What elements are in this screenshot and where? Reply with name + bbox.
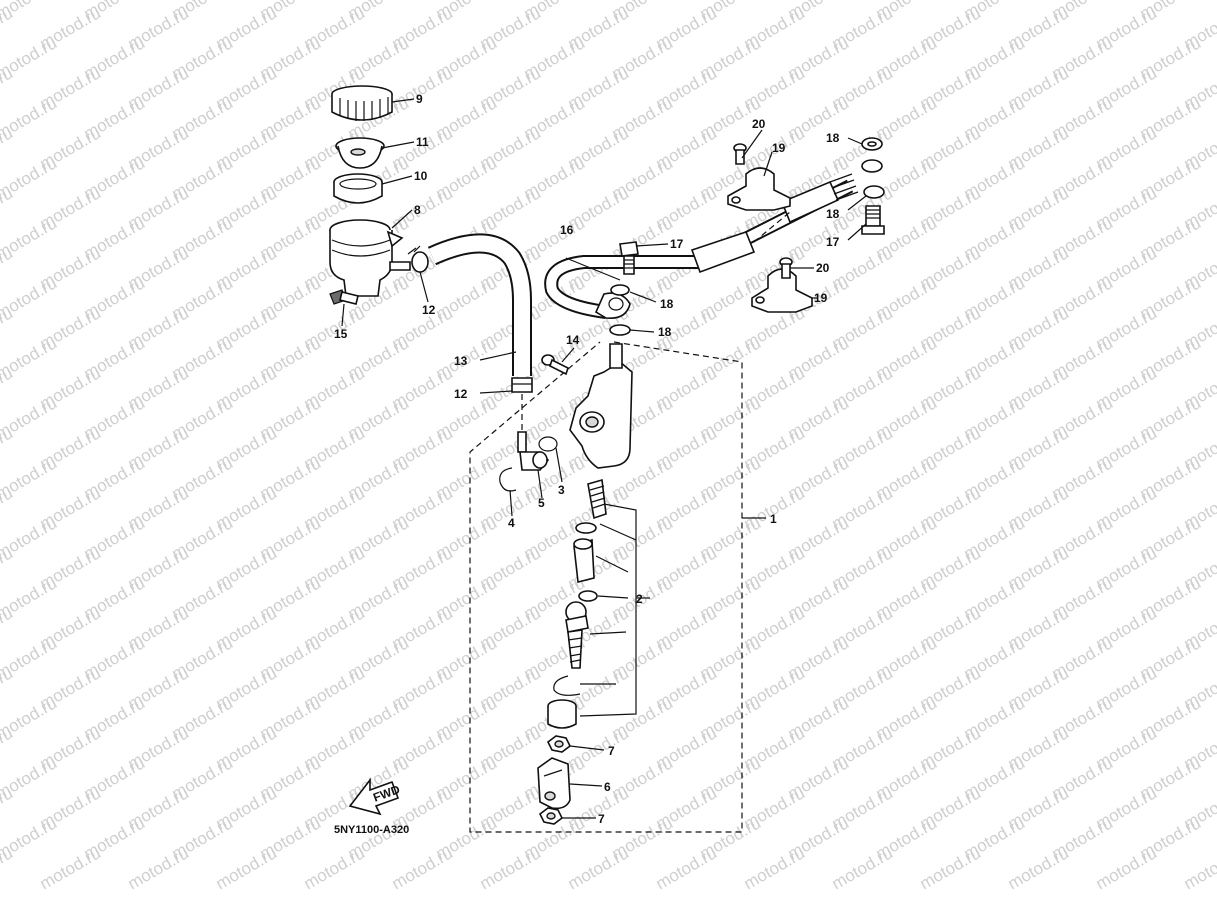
callout-6: 6 [604, 780, 611, 794]
callout-14: 14 [566, 333, 580, 347]
diagram-code: 5NY1100-A320 [334, 824, 409, 836]
callout-20-bottom: 20 [816, 261, 830, 275]
callout-11: 11 [416, 135, 429, 149]
callout-leaders [341, 98, 867, 819]
watermark-text: motod.ru [741, 843, 809, 893]
o-ring-part-3 [538, 436, 558, 452]
copper-washer-part-18-d [861, 159, 883, 173]
fwd-direction-arrow-icon: FWD [348, 777, 402, 816]
union-bolt-part-17-left [619, 241, 639, 275]
hose-joint-part-5 [517, 431, 550, 471]
master-cylinder-kit-boundary [469, 341, 743, 833]
callout-9: 9 [416, 92, 423, 106]
watermark-text: motod.ru [389, 843, 457, 893]
reservoir-cap-part-9 [331, 85, 393, 121]
clevis-part-6 [537, 757, 571, 810]
nut-part-7-top [546, 735, 572, 753]
reservoir-hose-part-13 [427, 233, 532, 376]
nut-part-7-bottom [538, 807, 564, 825]
watermark-text: motod.ru [565, 843, 633, 893]
screw-part-20-top [733, 143, 747, 165]
hose-clamp-part-12-bottom [511, 377, 533, 393]
callout-5: 5 [538, 496, 545, 510]
watermark-text: motod.ru [213, 843, 281, 893]
watermark-text: motod.ru [125, 843, 193, 893]
callout-16: 16 [560, 223, 574, 237]
callout-19-bottom: 19 [814, 291, 828, 305]
callout-19-top: 19 [772, 141, 786, 155]
hose-guide-line [753, 211, 791, 243]
callout-10: 10 [414, 169, 428, 183]
callout-18-b: 18 [658, 325, 672, 339]
screw-part-20-bottom [779, 257, 793, 279]
callout-12-top: 12 [422, 303, 436, 317]
copper-washer-part-18-c [861, 137, 883, 151]
watermark-text: motod.ru [1181, 843, 1217, 893]
callout-1: 1 [770, 512, 777, 526]
screw-part-14 [541, 354, 569, 376]
callout-18-a: 18 [660, 297, 674, 311]
watermark-text: motod.ru [301, 843, 369, 893]
copper-washer-part-18-a [610, 284, 630, 296]
diaphragm-part-10 [333, 173, 383, 204]
callout-2: 2 [636, 592, 643, 606]
callout-8: 8 [414, 203, 421, 217]
union-bolt-part-17-right [861, 205, 885, 235]
bracket-lines-part-2 [579, 503, 637, 717]
callout-13: 13 [454, 354, 468, 368]
callout-20-top: 20 [752, 117, 766, 131]
watermark-text: motod.ru [917, 843, 985, 893]
master-cylinder-body [569, 343, 633, 469]
callout-12-bottom: 12 [454, 387, 468, 401]
callout-17-left: 17 [670, 237, 684, 251]
copper-washer-part-18-b [609, 324, 631, 336]
bolt-part-15 [329, 289, 359, 305]
piston-kit-part-2 [547, 478, 607, 729]
reservoir-tank-part-8 [329, 219, 411, 297]
diaphragm-holder-part-11 [335, 137, 385, 169]
watermark-text: motod.ru [37, 843, 105, 893]
watermark-text: motod.ru [477, 843, 545, 893]
hose-holder-part-19-top [727, 167, 791, 211]
callout-18-d: 18 [826, 207, 840, 221]
circlip-part-4 [499, 467, 517, 492]
watermark-text: motod.ru [653, 843, 721, 893]
copper-washer-part-18-e [863, 185, 885, 199]
callout-3: 3 [558, 483, 565, 497]
callout-17-right: 17 [826, 235, 840, 249]
watermark-text: motod.ru [1093, 843, 1161, 893]
callout-4: 4 [508, 516, 515, 530]
callout-18-c: 18 [826, 131, 840, 145]
watermark-text: motod.ru [829, 843, 897, 893]
watermark-text: motod.ru [1005, 843, 1073, 893]
callout-7-top: 7 [608, 744, 615, 758]
callout-7-bottom: 7 [598, 812, 605, 826]
callout-15: 15 [334, 327, 348, 341]
